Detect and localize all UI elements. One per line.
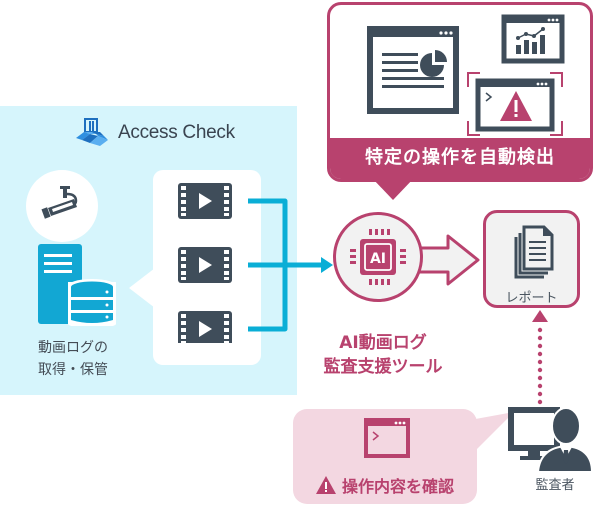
ai-tool-caption: AI動画ログ 監査支援ツール — [318, 331, 448, 379]
arrow-up-icon — [532, 310, 548, 322]
flow-connector — [248, 198, 333, 332]
confirm-bubble: 操作内容を確認 — [293, 409, 477, 504]
server-database-icon — [38, 244, 116, 326]
ai-chip-label: AI — [370, 251, 386, 267]
bubble-pointer — [129, 268, 155, 308]
confirm-bubble-pointer — [470, 412, 514, 452]
acquisition-caption-line2: 取得・保管 — [38, 362, 108, 378]
video-file-icon — [178, 183, 232, 219]
documents-stack-icon — [514, 225, 554, 279]
database-icon — [68, 279, 116, 326]
auditor-to-report-arrow — [532, 310, 548, 405]
warning-icon — [315, 476, 336, 494]
document-window-icon — [367, 26, 459, 114]
brand-name: Access Check — [118, 122, 235, 143]
video-file-icon — [178, 311, 232, 343]
report-label: レポート — [505, 291, 558, 306]
confirm-label-row: 操作内容を確認 — [293, 473, 477, 497]
detection-card: 特定の操作を自動検出 — [327, 2, 593, 182]
ai-tool-caption-line2: 監査支援ツール — [323, 357, 443, 377]
detection-banner: 特定の操作を自動検出 — [330, 138, 590, 179]
chart-window-icon — [501, 14, 565, 64]
ai-chip-icon: AI — [350, 229, 406, 285]
ai-tool-node: AI — [333, 212, 423, 302]
ai-tool-caption-line1: AI動画ログ — [339, 333, 427, 353]
report-node[interactable]: レポート — [483, 210, 580, 308]
flow-arrow-icon — [321, 257, 333, 273]
auditor-at-computer-icon — [508, 407, 592, 472]
terminal-window-icon — [364, 418, 410, 458]
alert-window-icon — [467, 72, 563, 136]
acquisition-caption: 動画ログの 取得・保管 — [18, 337, 128, 381]
video-file-icon — [178, 247, 232, 283]
detection-pointer — [372, 178, 414, 200]
access-check-logo-icon — [76, 118, 108, 146]
video-list — [178, 183, 232, 343]
security-camera-icon — [41, 186, 78, 219]
camera-circle — [26, 170, 98, 242]
acquisition-caption-line1: 動画ログの — [38, 340, 108, 356]
confirm-label: 操作内容を確認 — [341, 477, 454, 496]
detection-illustration — [367, 14, 565, 136]
brand-logo: Access Check — [72, 118, 235, 148]
auditor-label: 監査者 — [535, 478, 575, 493]
